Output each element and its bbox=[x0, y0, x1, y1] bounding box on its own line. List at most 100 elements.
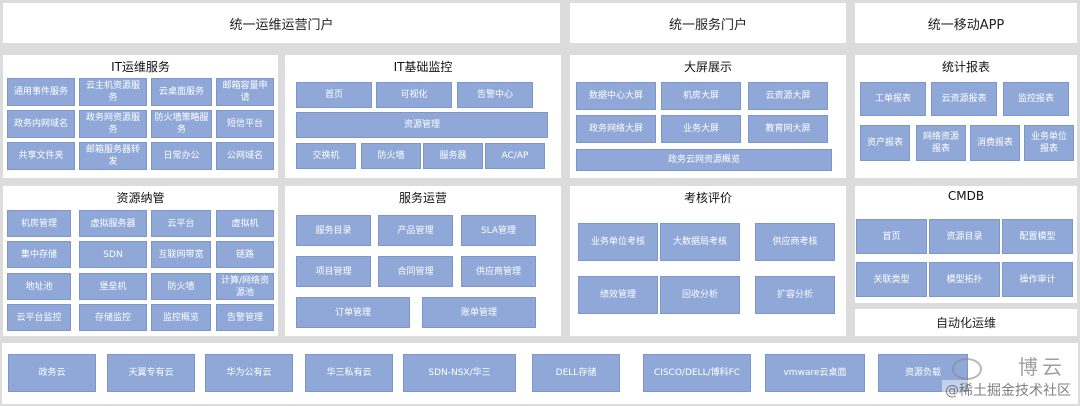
it-monitor-title: IT基础监控 bbox=[393, 60, 453, 74]
it-ops-item[interactable]: 共享文件夹 bbox=[7, 142, 75, 170]
bigscreen-item[interactable]: 机房大屏 bbox=[661, 82, 741, 110]
assessment-item[interactable]: 绩效管理 bbox=[578, 276, 658, 314]
order-management-button[interactable]: 订单管理 bbox=[296, 297, 410, 328]
service-ops-item[interactable]: 供应商管理 bbox=[461, 256, 536, 287]
cmdb-panel: CMDB 首页资源目录配置模型关联类型模型拓扑操作审计 bbox=[855, 186, 1077, 303]
stats-title: 统计报表 bbox=[941, 60, 990, 74]
it-ops-item[interactable]: 邮箱容量申请 bbox=[216, 78, 274, 106]
bigscreen-item[interactable]: 云资源大屏 bbox=[748, 82, 828, 110]
resource-item[interactable]: 虚拟服务器 bbox=[79, 210, 147, 237]
stats-item[interactable]: 消费报表 bbox=[970, 125, 1020, 161]
infrastructure-bar: 政务云天翼专有云华为公有云华三私有云 SDN-NSX/华三 DELL存储 CISCO/… bbox=[2, 343, 1078, 404]
service-ops-item[interactable]: SLA管理 bbox=[461, 215, 536, 246]
resource-item[interactable]: 虚拟机 bbox=[216, 210, 274, 237]
service-ops-title: 服务运营 bbox=[398, 191, 447, 205]
service-ops-item[interactable]: 项目管理 bbox=[296, 256, 371, 287]
stats-item[interactable]: 网络资源报表 bbox=[916, 125, 966, 161]
it-monitor-item[interactable]: AC/AP bbox=[485, 143, 545, 169]
resource-item[interactable]: 存储监控 bbox=[79, 304, 147, 331]
it-ops-item[interactable]: 公网域名 bbox=[216, 142, 274, 170]
bigscreen-item[interactable]: 教育网大屏 bbox=[748, 115, 828, 143]
stats-item[interactable]: 监控报表 bbox=[1003, 82, 1069, 116]
stats-item[interactable]: 工单报表 bbox=[860, 82, 926, 116]
overview-button[interactable]: 政务云网资源概览 bbox=[576, 149, 832, 171]
assessment-item[interactable]: 大数据局考核 bbox=[660, 223, 740, 261]
resource-item[interactable]: SDN bbox=[79, 241, 147, 268]
it-ops-item[interactable]: 防火墙策略服务 bbox=[151, 110, 212, 138]
cmdb-item[interactable]: 操作审计 bbox=[1002, 262, 1073, 297]
service-portal-label: 统一服务门户 bbox=[668, 17, 747, 33]
infrastructure-item[interactable]: 政务云 bbox=[8, 354, 96, 392]
service-ops-item[interactable]: 产品管理 bbox=[378, 215, 453, 246]
service-ops-item[interactable]: 服务目录 bbox=[296, 215, 371, 246]
it-monitor-item[interactable]: 服务器 bbox=[423, 143, 483, 169]
assessment-title: 考核评价 bbox=[683, 191, 732, 205]
billing-management-button[interactable]: 账单管理 bbox=[422, 297, 536, 328]
resource-item[interactable]: 链路 bbox=[216, 241, 274, 268]
bigscreen-panel: 大屏展示 数据中心大屏机房大屏云资源大屏政务网络大屏业务大屏教育网大屏政务云网资… bbox=[570, 55, 846, 178]
infrastructure-item[interactable]: 华三私有云 bbox=[305, 354, 393, 392]
it-ops-item[interactable]: 邮箱服务器转发 bbox=[79, 142, 147, 170]
resource-item[interactable]: 监控概览 bbox=[151, 304, 211, 331]
automation-title: 自动化运维 bbox=[935, 316, 996, 330]
it-monitor-item[interactable]: 交换机 bbox=[296, 143, 356, 169]
it-monitor-item[interactable]: 防火墙 bbox=[361, 143, 421, 169]
infrastructure-item[interactable]: vmware云桌面 bbox=[765, 354, 865, 392]
infrastructure-item[interactable]: DELL存储 bbox=[532, 354, 620, 392]
it-ops-item[interactable]: 日常办公 bbox=[151, 142, 212, 170]
it-ops-item[interactable]: 云主机资源服务 bbox=[79, 78, 147, 106]
mobile-portal[interactable]: 统一移动APP bbox=[855, 3, 1077, 43]
it-ops-item[interactable]: 云桌面服务 bbox=[151, 78, 212, 106]
resource-item[interactable]: 集中存储 bbox=[7, 241, 71, 268]
it-ops-item[interactable]: 政务内网域名 bbox=[7, 110, 75, 138]
it-monitor-item[interactable]: 首页 bbox=[296, 82, 372, 108]
resource-item[interactable]: 云平台监控 bbox=[7, 304, 71, 331]
watermark-text: @稀土掘金技术社区 bbox=[942, 380, 1074, 400]
resource-item[interactable]: 地址池 bbox=[7, 273, 71, 300]
assessment-item[interactable]: 扩容分析 bbox=[755, 276, 835, 314]
service-ops-panel: 服务运营 服务目录产品管理 SLA管理项目管理合同管理供应商管理订单管理账单管理 bbox=[285, 186, 561, 336]
resource-item[interactable]: 堡垒机 bbox=[79, 273, 147, 300]
assessment-item[interactable]: 业务单位考核 bbox=[578, 223, 658, 261]
stats-item[interactable]: 业务单位报表 bbox=[1024, 125, 1074, 161]
stats-item[interactable]: 资产报表 bbox=[860, 125, 910, 161]
it-ops-item[interactable]: 通用事件服务 bbox=[7, 78, 75, 106]
cmdb-item[interactable]: 关联类型 bbox=[856, 262, 927, 297]
it-monitor-item[interactable]: 可视化 bbox=[376, 82, 452, 108]
stats-item[interactable]: 云资源报表 bbox=[931, 82, 997, 116]
cmdb-item[interactable]: 资源目录 bbox=[929, 219, 1000, 254]
bigscreen-item[interactable]: 业务大屏 bbox=[661, 115, 741, 143]
it-ops-item[interactable]: 政务网资源服务 bbox=[79, 110, 147, 138]
infrastructure-item[interactable]: CISCO/DELL/博科FC bbox=[643, 354, 751, 392]
cmdb-item[interactable]: 模型拓扑 bbox=[929, 262, 1000, 297]
it-ops-panel: IT运维服务 通用事件服务云主机资源服务云桌面服务邮箱容量申请政务内网域名政务网… bbox=[3, 55, 278, 178]
it-ops-title: IT运维服务 bbox=[111, 60, 170, 74]
resource-title: 资源纳管 bbox=[116, 191, 165, 205]
assessment-item[interactable]: 回收分析 bbox=[660, 276, 740, 314]
service-ops-item[interactable]: 合同管理 bbox=[378, 256, 453, 287]
assessment-item[interactable]: 供应商考核 bbox=[755, 223, 835, 261]
it-monitor-item[interactable]: 告警中心 bbox=[457, 82, 533, 108]
resource-item[interactable]: 云平台 bbox=[151, 210, 211, 237]
bigscreen-item[interactable]: 政务网络大屏 bbox=[576, 115, 656, 143]
ops-portal[interactable]: 统一运维运营门户 bbox=[3, 3, 560, 43]
infrastructure-item[interactable]: 天翼专有云 bbox=[107, 354, 195, 392]
resource-item[interactable]: 防火墙 bbox=[151, 273, 211, 300]
resource-item[interactable]: 计算/网络资源池 bbox=[216, 273, 274, 300]
infrastructure-item[interactable]: SDN-NSX/华三 bbox=[403, 354, 516, 392]
assessment-panel: 考核评价 业务单位考核大数据局考核供应商考核绩效管理回收分析扩容分析 bbox=[570, 186, 846, 336]
service-portal[interactable]: 统一服务门户 bbox=[570, 3, 846, 43]
resource-item[interactable]: 机房管理 bbox=[7, 210, 71, 237]
resource-item[interactable]: 告警管理 bbox=[216, 304, 274, 331]
resource-item[interactable]: 互联网带宽 bbox=[151, 241, 211, 268]
automation-panel[interactable]: 自动化运维 bbox=[855, 309, 1077, 336]
resource-management-button[interactable]: 资源管理 bbox=[296, 112, 548, 138]
infrastructure-item[interactable]: 华为公有云 bbox=[205, 354, 293, 392]
cmdb-item[interactable]: 配置模型 bbox=[1002, 219, 1073, 254]
cmdb-item[interactable]: 首页 bbox=[856, 219, 927, 254]
bigscreen-item[interactable]: 数据中心大屏 bbox=[576, 82, 656, 110]
it-ops-item[interactable]: 短信平台 bbox=[216, 110, 274, 138]
cmdb-title: CMDB bbox=[947, 189, 985, 203]
